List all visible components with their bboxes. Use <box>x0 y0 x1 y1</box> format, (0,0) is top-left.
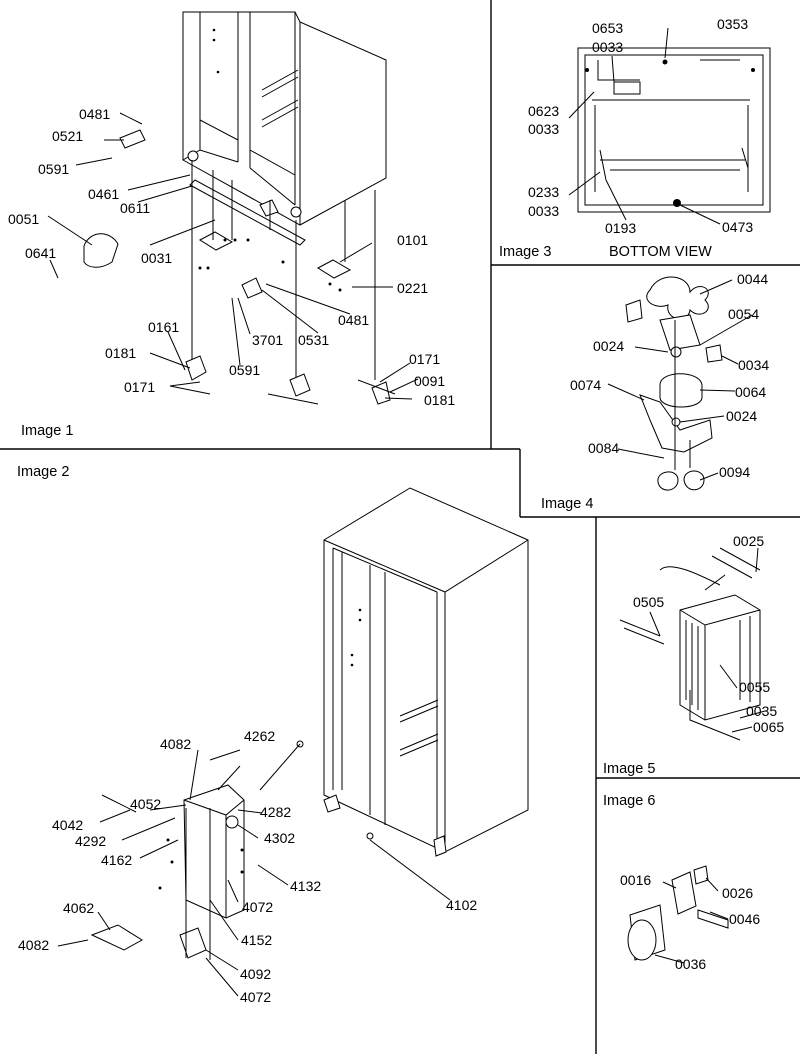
callout-image2-15: 4072 <box>240 989 271 1005</box>
callout-image4-6: 0064 <box>735 384 766 400</box>
callout-image3-7: 0033 <box>528 203 559 219</box>
callout-image5-3: 0055 <box>739 679 770 695</box>
callout-image2-7: 4282 <box>260 804 291 820</box>
callout-image6-2: 0026 <box>722 885 753 901</box>
callout-image3-4: 0623 <box>528 103 559 119</box>
callout-image1-13: 3701 <box>252 332 283 348</box>
callout-image3-9: 0473 <box>722 219 753 235</box>
callout-image2-6: 4162 <box>101 852 132 868</box>
callout-image2-9: 4132 <box>290 878 321 894</box>
callout-image4-4: 0034 <box>738 357 769 373</box>
image4-caption: Image 4 <box>541 496 593 512</box>
callout-image2-11: 4062 <box>63 900 94 916</box>
callout-image4-5: 0074 <box>570 377 601 393</box>
callout-image2-16: 4102 <box>446 897 477 913</box>
callout-image5-5: 0065 <box>753 719 784 735</box>
callout-image1-9: 0101 <box>397 232 428 248</box>
callout-image1-5: 0611 <box>120 200 150 216</box>
callout-image1-1: 0481 <box>79 106 110 122</box>
callout-image1-15: 0161 <box>148 319 179 335</box>
callout-image6-3: 0046 <box>729 911 760 927</box>
callout-image3-2: 0033 <box>592 39 623 55</box>
callout-image5-4: 0035 <box>746 703 777 719</box>
callout-image2-3: 4052 <box>130 796 161 812</box>
callout-image1-4: 0461 <box>88 186 119 202</box>
image1-leaders <box>47 112 419 400</box>
callout-image3-3: 0353 <box>717 16 748 32</box>
callout-image4-7: 0024 <box>726 408 757 424</box>
callout-image1-3: 0591 <box>38 161 69 177</box>
callout-image1-18: 0171 <box>409 351 440 367</box>
callout-image4-2: 0054 <box>728 306 759 322</box>
callout-image5-2: 0505 <box>633 594 664 610</box>
callout-image3-6: 0233 <box>528 184 559 200</box>
image1-base-hardware <box>83 129 396 405</box>
callout-image2-1: 4082 <box>160 736 191 752</box>
image2-leaders <box>57 743 451 997</box>
callout-image1-7: 0641 <box>25 245 56 261</box>
callout-image1-11: 0481 <box>338 312 369 328</box>
callout-image1-20: 0181 <box>424 392 455 408</box>
image6-damper-motor: Image 6 0016 0026 0046 0036 <box>603 793 760 972</box>
callout-image4-1: 0044 <box>737 271 768 287</box>
callout-image1-2: 0521 <box>52 128 83 144</box>
callout-image4-8: 0084 <box>588 440 619 456</box>
callout-image1-12: 0531 <box>298 332 329 348</box>
callout-image1-14: 0591 <box>229 362 260 378</box>
callout-image5-1: 0025 <box>733 533 764 549</box>
image5-caption: Image 5 <box>603 761 655 777</box>
callout-image3-8: 0193 <box>605 220 636 236</box>
callout-image6-4: 0036 <box>675 956 706 972</box>
callout-image6-1: 0016 <box>620 872 651 888</box>
callout-image1-17: 0171 <box>124 379 155 395</box>
callout-image3-5: 0033 <box>528 121 559 137</box>
callout-image3-1: 0653 <box>592 20 623 36</box>
callout-image2-8: 4302 <box>264 830 295 846</box>
image2-assembly: Image 2 4082 4262 <box>17 464 529 1005</box>
callout-image4-9: 0094 <box>719 464 750 480</box>
image3-caption: Image 3 <box>499 244 551 260</box>
callout-image1-6: 0051 <box>8 211 39 227</box>
callout-image2-5: 4292 <box>75 833 106 849</box>
image2-caption: Image 2 <box>17 464 69 480</box>
image1-labels: 0481 0521 0591 0461 0611 0051 0641 0031 … <box>8 106 455 408</box>
image6-caption: Image 6 <box>603 793 655 809</box>
image5-evaporator: 0025 0505 0055 0035 0065 Image 5 <box>603 533 784 777</box>
image1-caption: Image 1 <box>21 423 73 439</box>
image1-assembly: 0481 0521 0591 0461 0611 0051 0641 0031 … <box>8 11 455 439</box>
callout-image2-14: 4092 <box>240 966 271 982</box>
image2-cabinet <box>296 487 529 857</box>
callout-image2-2: 4262 <box>244 728 275 744</box>
image1-cabinet <box>182 11 387 226</box>
image3-bottom-view: 0653 0033 0353 0623 0033 0233 0033 0193 … <box>499 16 771 260</box>
callout-image2-10: 4072 <box>242 899 273 915</box>
callout-image4-3: 0024 <box>593 338 624 354</box>
callout-image2-12: 4082 <box>18 937 49 953</box>
callout-image2-13: 4152 <box>241 932 272 948</box>
image2-labels: 4082 4262 4052 4042 4292 4162 4282 4302 … <box>18 728 477 1005</box>
callout-image1-8: 0031 <box>141 250 172 266</box>
callout-image1-19: 0091 <box>414 373 445 389</box>
callout-image2-4: 4042 <box>52 817 83 833</box>
image4-fan-assembly: 0044 0054 0024 0034 0074 0064 0024 0084 … <box>541 271 769 512</box>
callout-image1-16: 0181 <box>105 345 136 361</box>
image2-housing <box>90 749 245 960</box>
image3-subcaption: BOTTOM VIEW <box>609 244 712 260</box>
callout-image1-10: 0221 <box>397 280 428 296</box>
